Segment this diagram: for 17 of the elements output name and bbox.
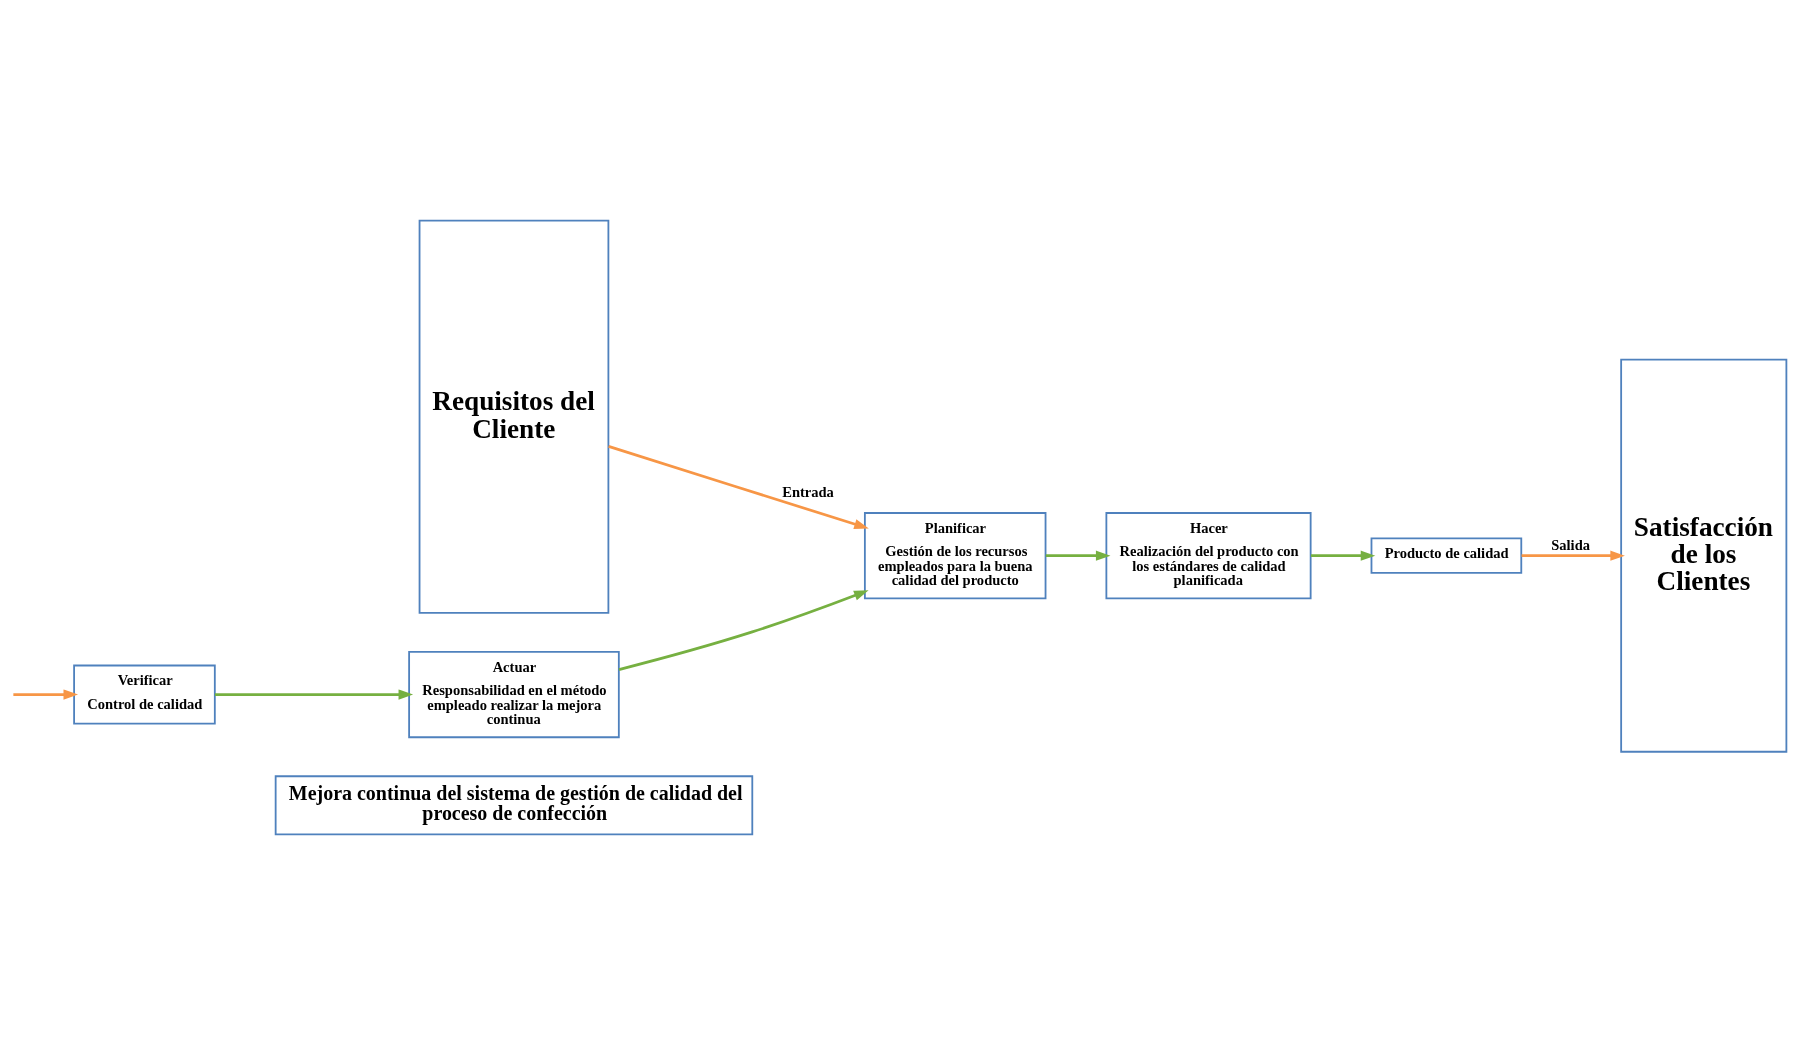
node-box: Verificar Control de calidad [73, 664, 216, 725]
node-box: Satisfacción de los Clientes [1620, 358, 1788, 753]
node-box: Planificar Gestión de los recursos empleados para la buena calidad del producto [863, 512, 1047, 600]
node-box: Producto de calidad [1370, 537, 1523, 574]
arrow [1521, 550, 1625, 561]
arrow [1310, 550, 1376, 561]
edge-label: Entrada [782, 484, 834, 501]
edge-label: Salida [1551, 537, 1590, 554]
arrow [618, 590, 869, 671]
arrow [13, 689, 79, 700]
node-box: Actuar Responsabilidad en el método empleado realizar la mejora continua [408, 650, 620, 739]
arrow [214, 689, 414, 700]
node-box: Mejora continua del sistema de gestión de calidad del proceso de confección [274, 775, 754, 836]
arrow [608, 445, 869, 530]
arrow [1045, 550, 1111, 561]
node-box: Requisitos del Cliente [418, 219, 610, 614]
node-box: Hacer Realización del producto con los estándares de calidad planificada [1105, 512, 1312, 600]
